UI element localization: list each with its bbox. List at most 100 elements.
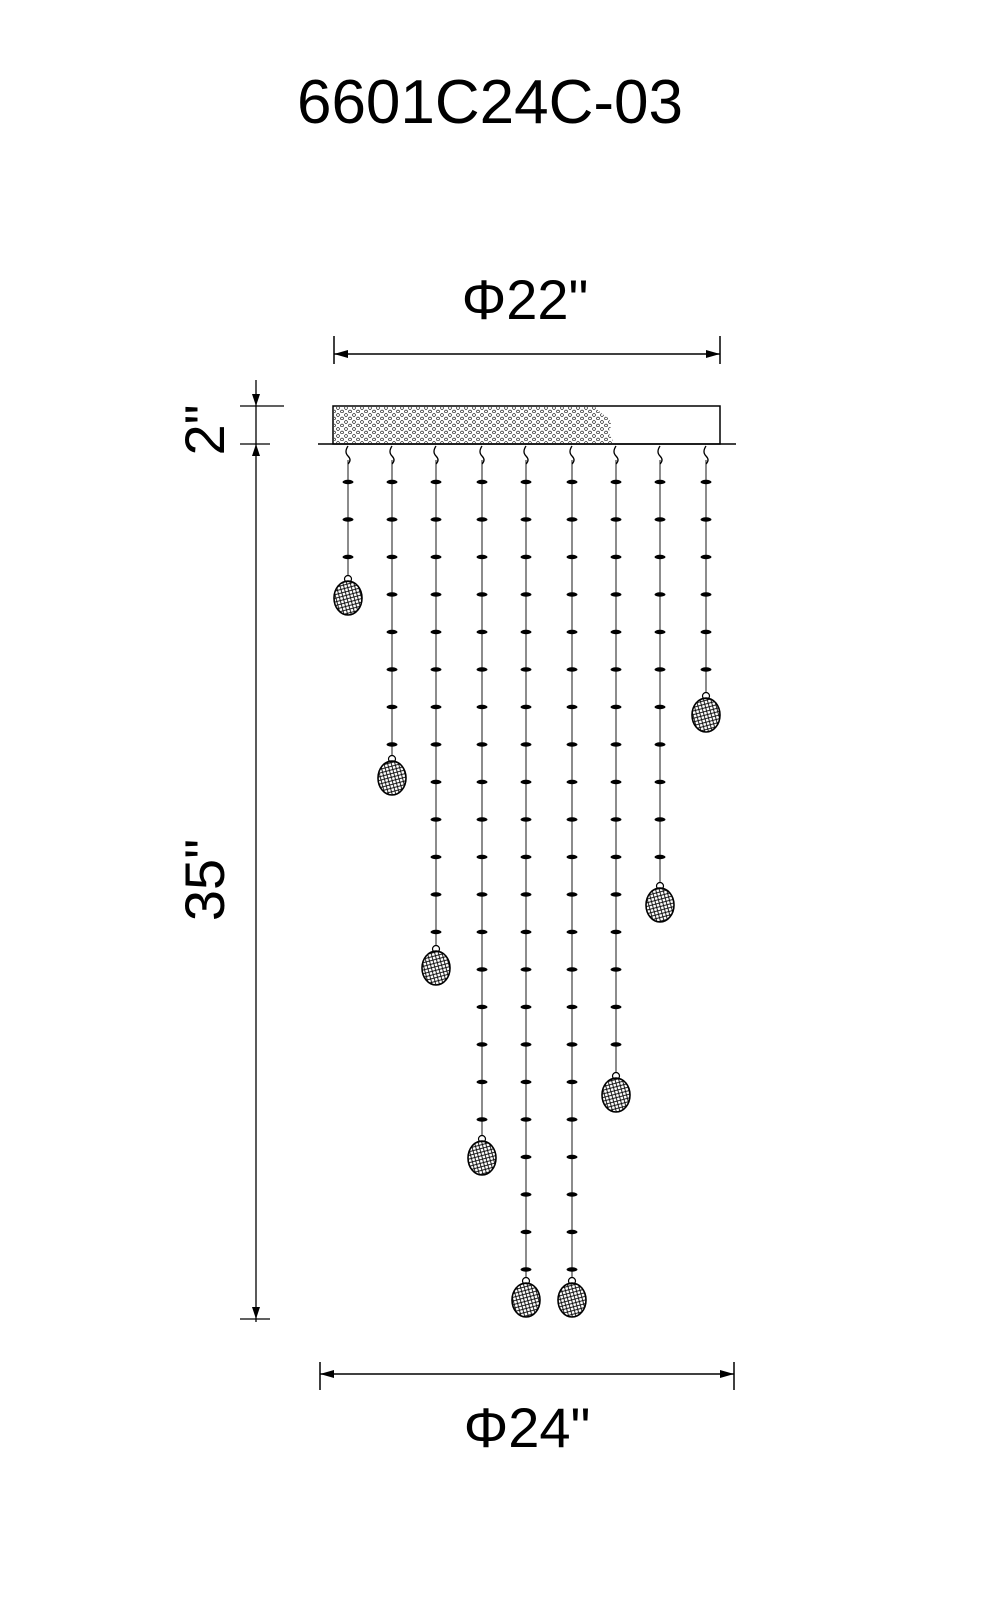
crystal-strand <box>377 445 407 796</box>
bead <box>520 517 532 522</box>
canopy-diameter-dimension <box>333 336 721 364</box>
bead <box>520 967 532 972</box>
bead <box>566 892 578 897</box>
bead <box>520 779 532 785</box>
crystal-strand <box>421 445 451 986</box>
bead <box>430 854 442 860</box>
bead <box>566 854 578 860</box>
bead <box>610 854 622 860</box>
bead <box>476 667 488 672</box>
bead <box>610 1004 622 1010</box>
bead <box>566 667 578 672</box>
bead <box>566 967 578 972</box>
canopy <box>318 405 736 445</box>
crystal-strand <box>557 445 587 1318</box>
bead <box>654 554 666 560</box>
bead <box>476 779 488 785</box>
bead <box>386 742 398 747</box>
bead <box>566 1192 578 1197</box>
bead <box>476 554 488 560</box>
bead <box>700 554 712 560</box>
crystal-strand <box>601 445 631 1113</box>
bead <box>342 554 354 560</box>
crystal-strand <box>645 445 675 923</box>
bead <box>476 629 488 635</box>
bead <box>476 967 488 972</box>
bead <box>654 667 666 672</box>
bead <box>520 929 532 935</box>
bead <box>430 479 442 485</box>
bead <box>610 929 622 935</box>
bead <box>610 1042 622 1047</box>
bead <box>386 667 398 672</box>
bead <box>654 704 666 710</box>
bead <box>520 854 532 860</box>
bead <box>430 517 442 522</box>
bead <box>520 892 532 897</box>
bead <box>520 1004 532 1010</box>
bead <box>520 817 532 822</box>
bead <box>520 554 532 560</box>
crystal-strand <box>333 445 363 616</box>
bead <box>566 629 578 635</box>
crystal-strand <box>467 445 497 1176</box>
bead <box>476 929 488 935</box>
bead <box>566 1079 578 1085</box>
bead <box>430 817 442 822</box>
bead <box>430 592 442 597</box>
bead <box>386 592 398 597</box>
bead <box>610 817 622 822</box>
bead <box>654 479 666 485</box>
bead <box>430 667 442 672</box>
crystal-ball <box>601 1077 631 1113</box>
bead <box>610 629 622 635</box>
bead <box>520 1042 532 1047</box>
bead <box>520 742 532 747</box>
bead <box>566 742 578 747</box>
bead <box>476 1079 488 1085</box>
bead <box>476 704 488 710</box>
bead <box>520 592 532 597</box>
bead <box>520 1154 532 1160</box>
bead <box>566 817 578 822</box>
bead <box>566 1229 578 1235</box>
bead <box>476 742 488 747</box>
bead <box>342 479 354 485</box>
bead <box>700 479 712 485</box>
bead <box>430 629 442 635</box>
crystal-strands <box>333 445 721 1318</box>
bead <box>610 967 622 972</box>
bead <box>520 1267 532 1272</box>
bead <box>566 1154 578 1160</box>
bead <box>520 479 532 485</box>
bead <box>566 1267 578 1272</box>
bead <box>520 1079 532 1085</box>
bead <box>430 704 442 710</box>
bead <box>476 479 488 485</box>
bead <box>610 554 622 560</box>
bead <box>566 1004 578 1010</box>
bead <box>386 479 398 485</box>
crystal-ball <box>421 950 451 986</box>
bead <box>430 929 442 935</box>
bead <box>610 479 622 485</box>
bead <box>430 554 442 560</box>
bead <box>476 854 488 860</box>
bead <box>566 1042 578 1047</box>
crystal-ball <box>645 887 675 923</box>
bead <box>476 1117 488 1122</box>
model-number-title: 6601C24C-03 <box>296 68 684 137</box>
bead <box>566 779 578 785</box>
bead <box>520 1192 532 1197</box>
bead <box>700 517 712 522</box>
bead <box>386 704 398 710</box>
bead <box>476 1042 488 1047</box>
crystal-ball <box>333 580 363 616</box>
bead <box>566 554 578 560</box>
bead <box>566 929 578 935</box>
bead <box>654 779 666 785</box>
bead <box>566 592 578 597</box>
bead <box>610 667 622 672</box>
bead <box>430 779 442 785</box>
